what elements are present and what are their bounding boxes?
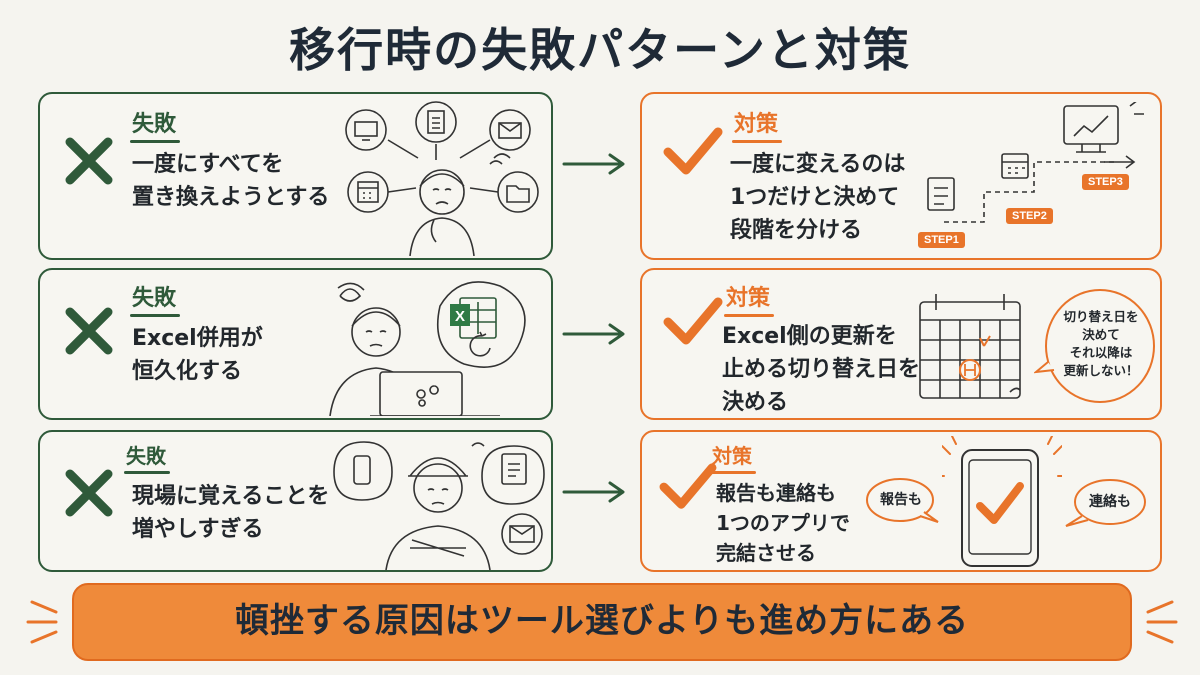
smartphone-check-illustration [942,436,1062,567]
cross-icon [65,137,113,185]
bubble-right [1065,479,1146,527]
summary-banner: 頓挫する原因はツール選びよりも進め方にある [72,583,1132,661]
cross-icon [65,307,113,355]
overwhelmed-person-illustration [345,101,539,256]
fail-card-1: 失敗 一度にすべてを 置き換えようとする [38,92,553,260]
page-title: 移行時の失敗パターンと対策 [289,23,911,77]
svg-text:X: X [455,308,465,325]
check-icon [663,297,723,345]
fail-card-2: 失敗 Excel併用が 恒久化する X [38,268,553,420]
worker-with-helmet-illustration [333,441,545,570]
fail-heading: 失敗 [124,440,170,474]
fail-heading: 失敗 [129,106,181,143]
arrow-icon [562,481,625,503]
fix-heading: 対策 [731,106,783,143]
fix-card-1: 対策 一度に変えるのは 1つだけと決めて 段階を分ける STEP1 STEP2 … [640,92,1162,260]
fail-heading: 失敗 [129,280,181,317]
fail-text: 一度にすべてを 置き換えようとする [132,152,330,210]
cross-icon [65,469,113,517]
bubble-text: 切り替え日を 決めて それ以降は 更新しない！ [1063,309,1139,378]
calendar-illustration [919,294,1021,399]
step-label: STEP2 [1006,208,1053,224]
fix-card-2: 対策 Excel側の更新を 止める切り替え日を 決める 切り替え日を 決めて そ… [640,268,1162,420]
step-label: STEP3 [1082,174,1129,190]
fix-text: Excel側の更新を 止める切り替え日を 決める [722,324,921,415]
emphasis-rays-right [1146,600,1178,644]
person-with-laptop-illustration: X [329,281,526,416]
arrow-icon [562,153,625,175]
speech-bubble [1034,289,1155,403]
fix-heading: 対策 [710,440,756,474]
fail-text: 現場に覚えることを 増やしすぎる [132,484,330,542]
bubble-right-text: 連絡も [1089,494,1131,510]
fail-card-3: 失敗 現場に覚えることを 増やしすぎる [38,430,553,572]
fail-text: Excel併用が 恒久化する [132,326,263,384]
fix-text: 報告も連絡も 1つのアプリで 完結させる [716,481,850,565]
fix-heading: 対策 [723,280,775,317]
step-staircase-illustration [927,102,1144,223]
bubble-left-text: 報告も [880,492,922,508]
step-label: STEP1 [918,232,965,248]
check-icon [659,463,717,509]
check-icon [663,127,723,175]
arrow-icon [562,323,625,345]
fix-card-3: 対策 報告も連絡も 1つのアプリで 完結させる 報告も 連絡も [640,430,1162,572]
emphasis-rays-left [26,600,58,644]
fix-text: 一度に変えるのは 1つだけと決めて 段階を分ける [730,152,906,243]
bubble-left [866,478,939,523]
